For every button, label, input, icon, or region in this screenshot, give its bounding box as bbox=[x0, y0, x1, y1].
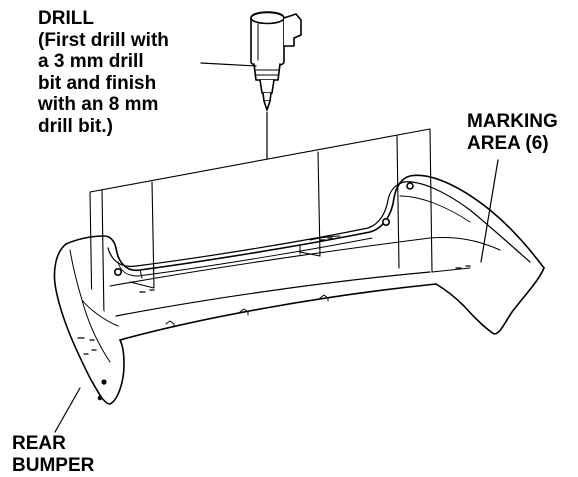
marking-area-label-line: MARKING bbox=[467, 111, 558, 132]
drill-label-line: a 3 mm drill bbox=[38, 51, 144, 72]
marking-area-leader bbox=[480, 159, 499, 263]
drill-label-line: bit and finish bbox=[38, 72, 157, 94]
drill-leader bbox=[200, 62, 257, 67]
rear-bumper-label-line: BUMPER bbox=[12, 454, 95, 476]
rear-bumper bbox=[53, 174, 545, 405]
rear-bumper-label: REAR BUMPER bbox=[12, 433, 94, 476]
drill-label-line: drill bit.) bbox=[38, 115, 113, 137]
drill-label: DRILL (First drill with a 3 mm drill bit… bbox=[38, 8, 169, 137]
drill-label-line: (First drill with bbox=[38, 29, 169, 51]
drill-label-line: with an 8 mm bbox=[38, 94, 159, 115]
rear-bumper-leader bbox=[54, 387, 81, 433]
drill-icon bbox=[250, 11, 302, 111]
marking-template bbox=[89, 128, 471, 319]
marking-area-label-line: AREA (6) bbox=[467, 132, 549, 154]
rear-bumper-label-line: REAR bbox=[12, 433, 66, 454]
marking-area-label: MARKING AREA (6) bbox=[467, 111, 558, 154]
drill-label-line: DRILL bbox=[38, 8, 94, 29]
